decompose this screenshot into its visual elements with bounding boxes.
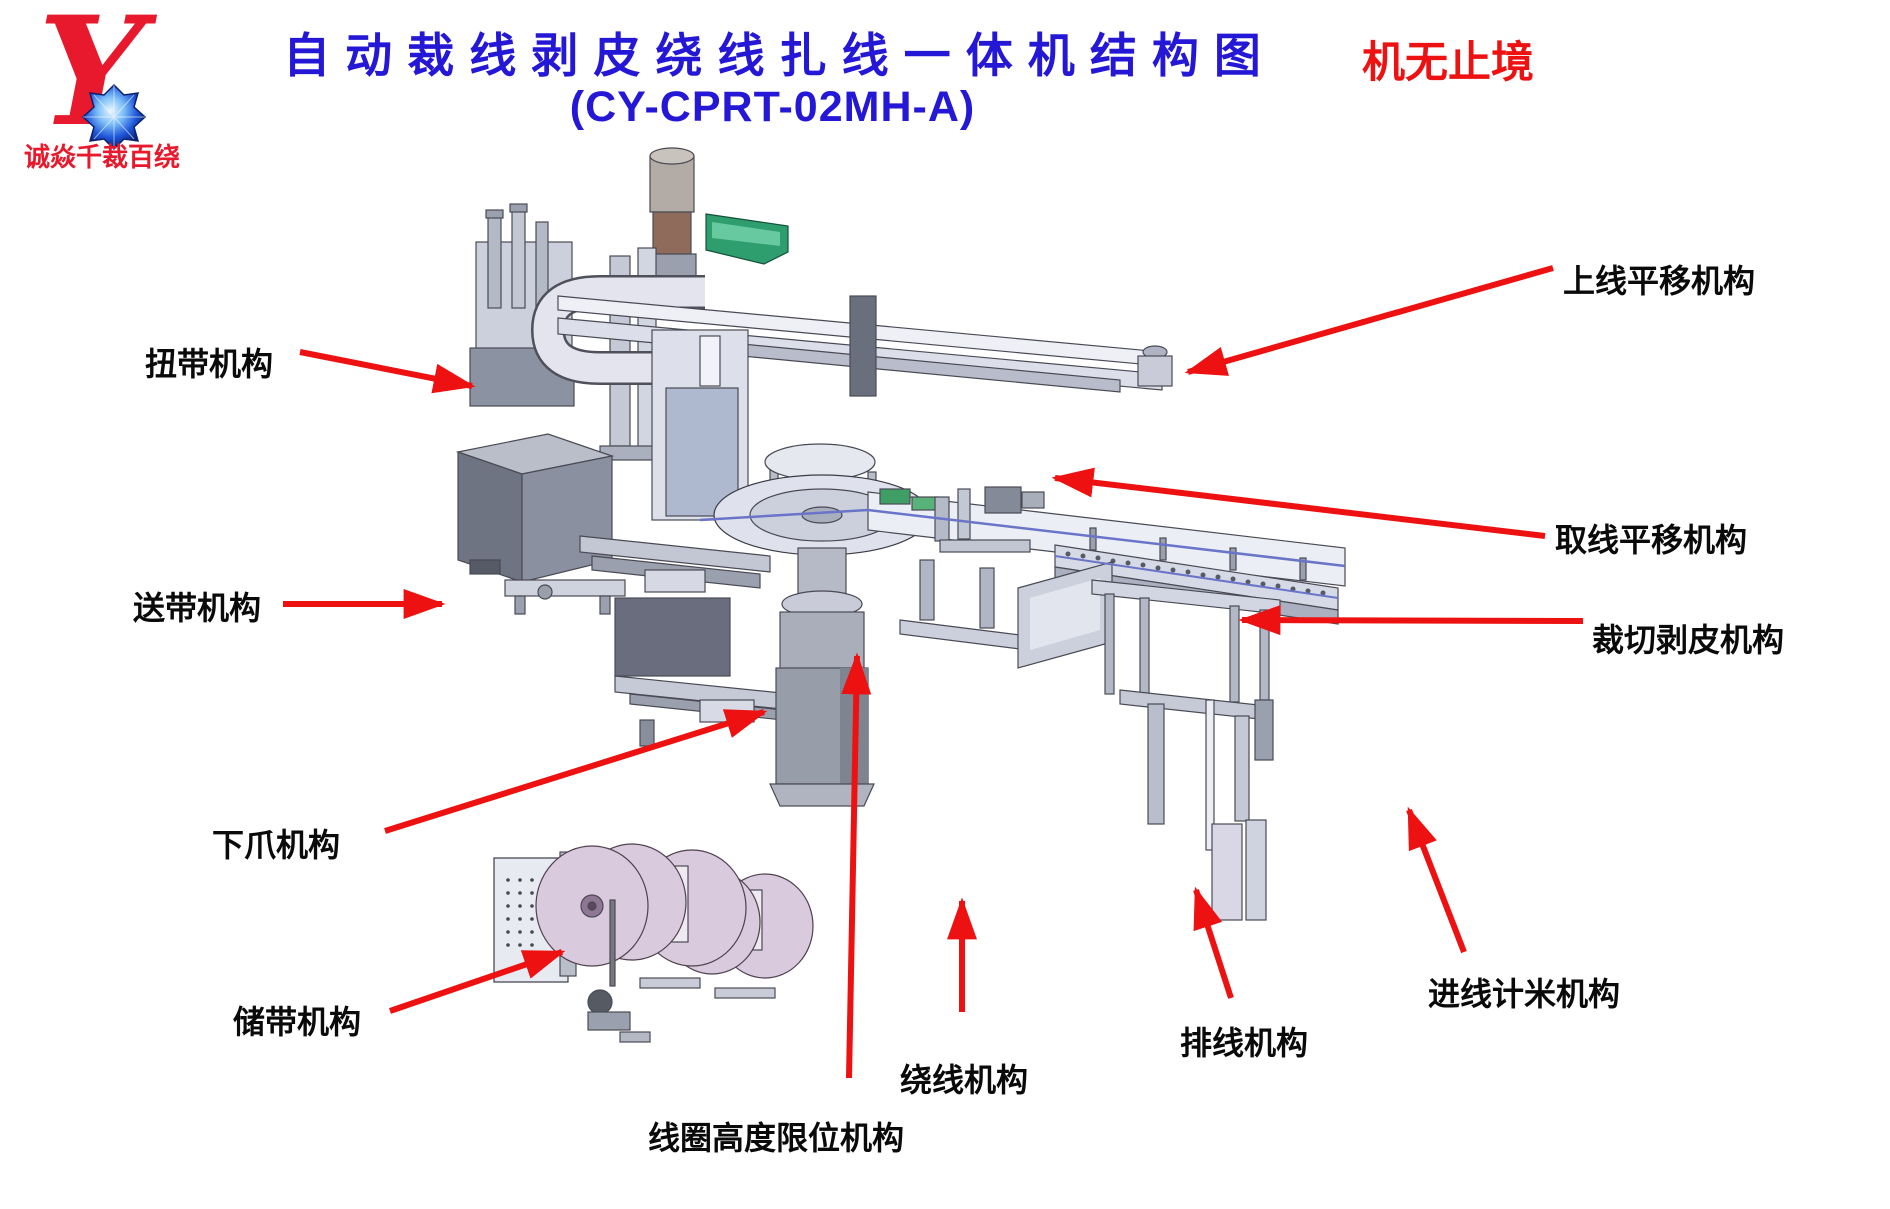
arrow-upper-translation xyxy=(1184,265,1554,376)
page-title: 自 动 裁 线 剥 皮 绕 线 扎 线 一 体 机 结 构 图 (CY-CPRT… xyxy=(0,29,1545,131)
label-lower-claw-mechanism: 下爪机构 xyxy=(212,827,341,863)
company-logo: Y 诚焱千裁百绕 xyxy=(10,0,200,180)
title-line1: 自 动 裁 线 剥 皮 绕 线 扎 线 一 体 机 结 构 图 xyxy=(283,29,1262,82)
logo-graphic: Y xyxy=(38,0,158,160)
label-winding-mechanism: 绕线机构 xyxy=(900,1062,1029,1098)
logo-tagline: 诚焱千裁百绕 xyxy=(24,142,181,172)
arrow-cut-strip xyxy=(1238,605,1584,636)
label-cut-strip-mechanism: 裁切剥皮机构 xyxy=(1592,622,1785,658)
arrow-wire-arrange xyxy=(1193,886,1234,999)
arrow-lower-claw xyxy=(384,709,768,834)
label-wire-pick-translation: 取线平移机构 xyxy=(1555,522,1748,558)
label-belt-storage-mechanism: 储带机构 xyxy=(233,1004,362,1040)
label-twist-belt-mechanism: 扭带机构 xyxy=(145,346,274,382)
diamond-icon xyxy=(81,83,147,151)
arrow-pick-translation xyxy=(1051,467,1546,539)
title-line2-model-code: (CY-CPRT-02MH-A) xyxy=(569,82,976,131)
label-upper-wire-translation: 上线平移机构 xyxy=(1563,263,1756,299)
arrow-twist-belt xyxy=(299,349,476,394)
label-feed-belt-mechanism: 送带机构 xyxy=(133,590,262,626)
label-wire-arrange-mechanism: 排线机构 xyxy=(1180,1025,1309,1061)
label-wire-feed-meter-mechanism: 进线计米机构 xyxy=(1428,976,1621,1012)
arrow-coil-height-limit xyxy=(841,652,872,1079)
arrow-belt-storage xyxy=(389,949,566,1014)
arrow-wire-feed-meter xyxy=(1406,806,1467,954)
slogan-text: 机无止境 xyxy=(1362,39,1534,87)
label-coil-height-limit-mechanism: 线圈高度限位机构 xyxy=(648,1120,905,1156)
